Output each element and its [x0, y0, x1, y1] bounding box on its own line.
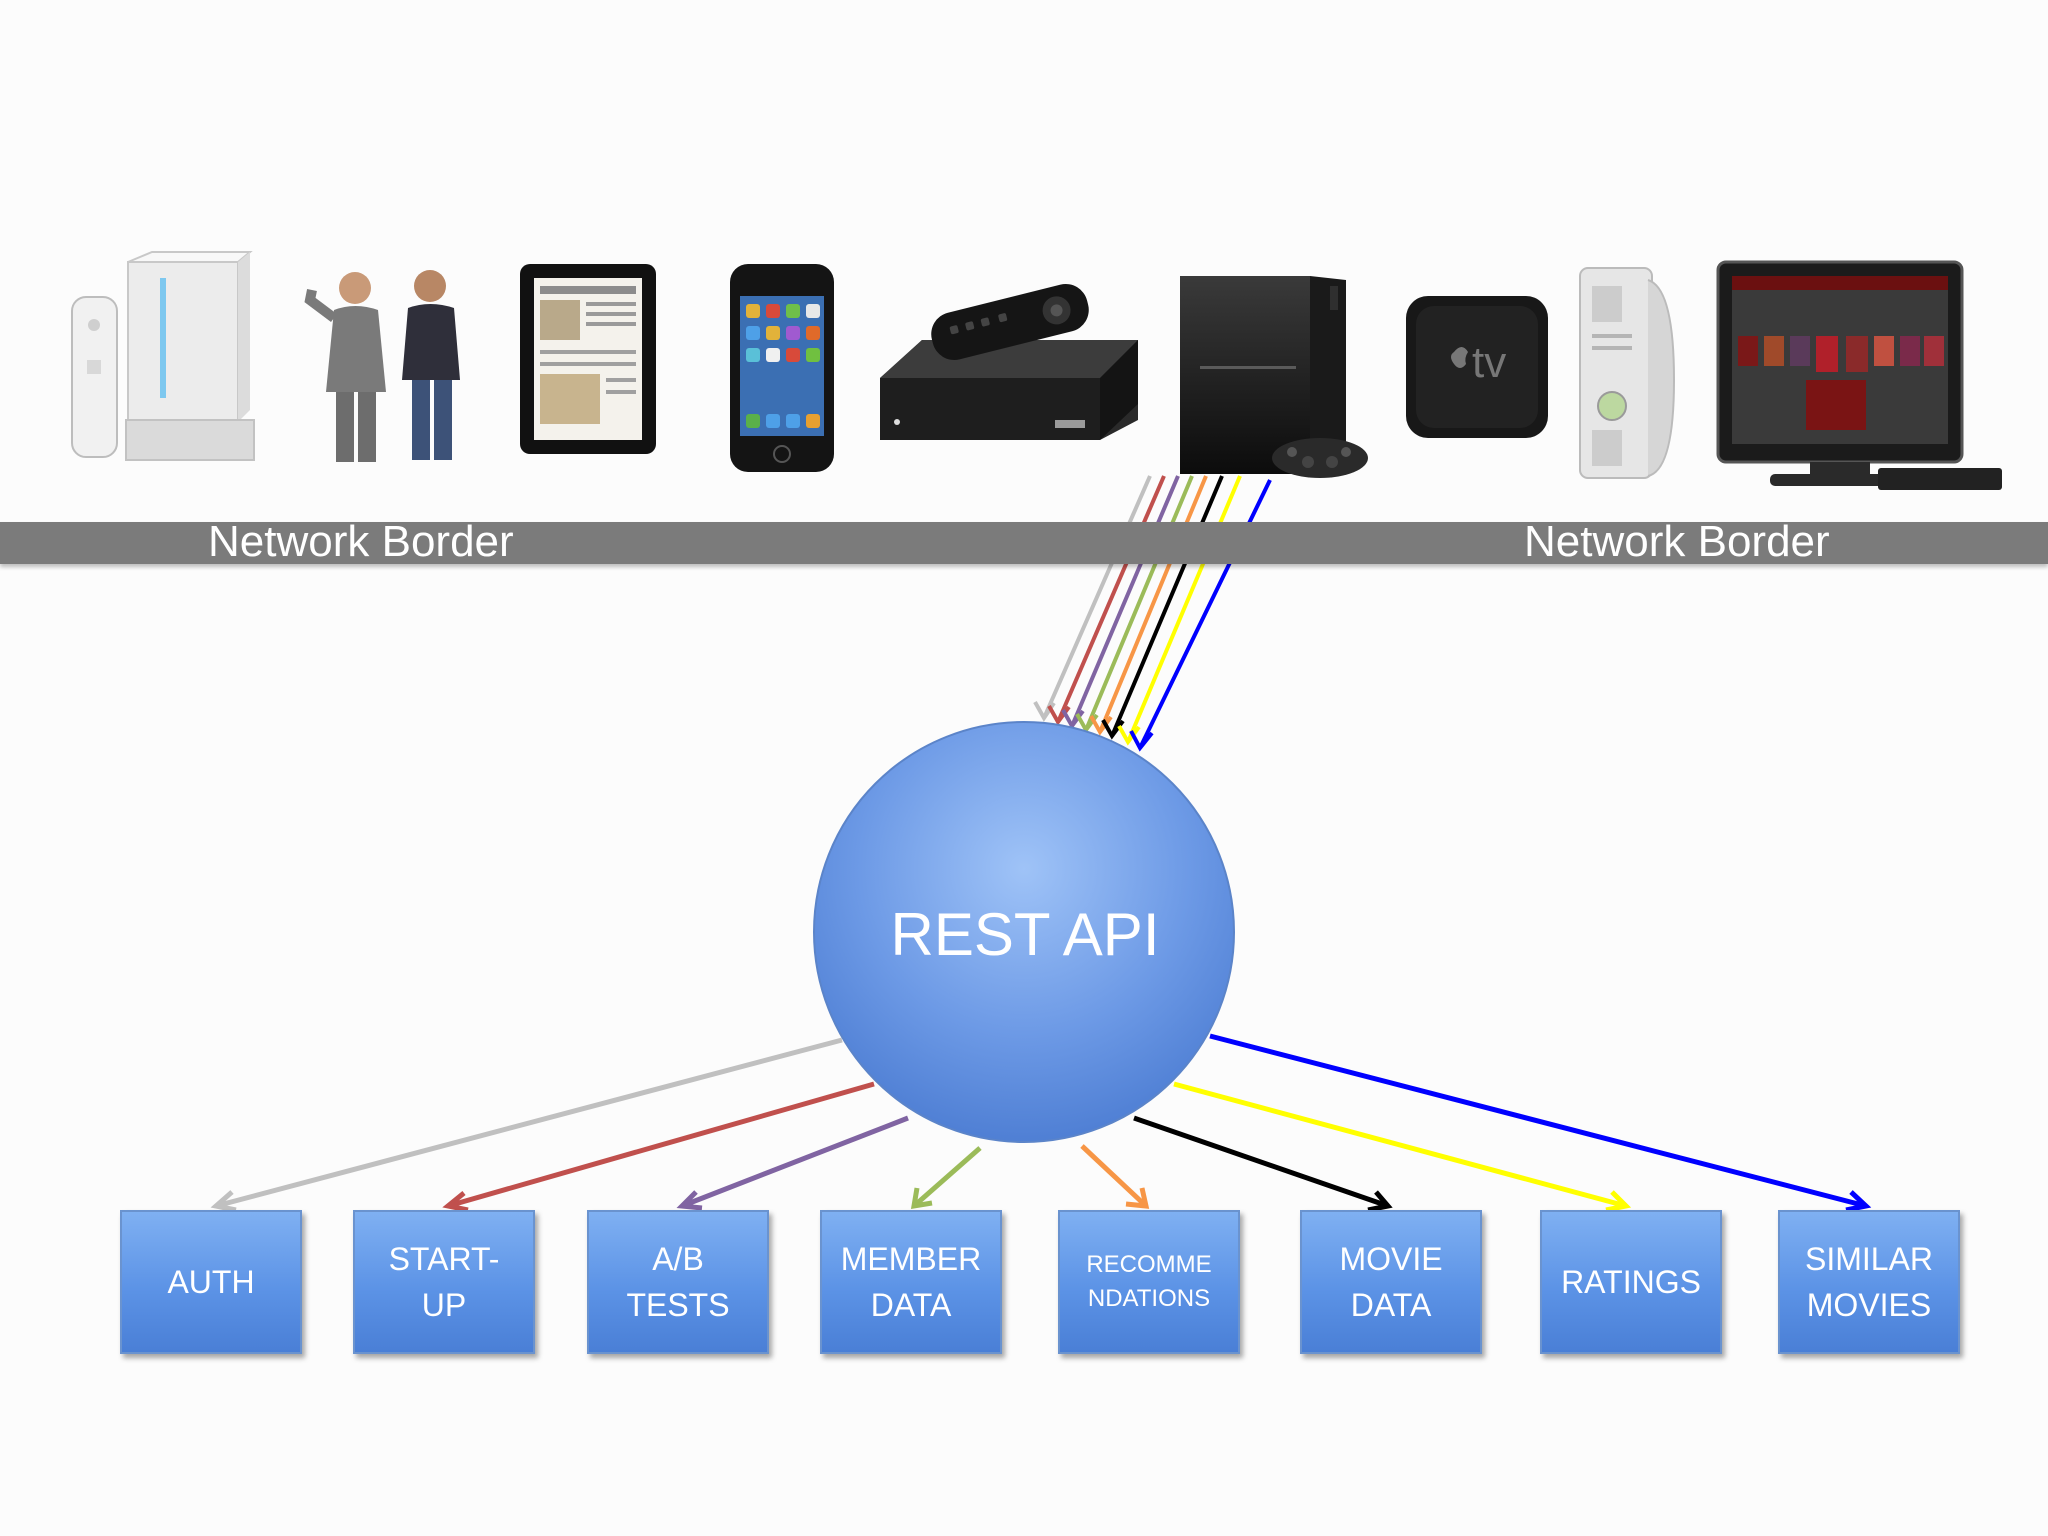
incoming-arrow-similar-movies — [1129, 479, 1272, 752]
service-box-auth: AUTH — [120, 1210, 302, 1354]
service-box-recommendations: RECOMME NDATIONS — [1058, 1210, 1240, 1354]
iphone-device — [730, 264, 834, 472]
apple-tv-device: tv — [1406, 296, 1548, 438]
service-label-ratings: RATINGS — [1561, 1264, 1701, 1300]
network-border-band — [0, 522, 2048, 564]
service-label-ab-tests: A/B TESTS — [626, 1241, 730, 1323]
service-label-similar-movies: SIMILAR MOVIES — [1804, 1241, 1934, 1323]
network-border-label-left: Network Border — [208, 517, 514, 566]
service-label-recommendations: RECOMME NDATIONS — [1086, 1251, 1212, 1312]
incoming-arrow-ratings — [1117, 475, 1242, 746]
arrow-to-ab-tests — [676, 1115, 909, 1211]
xbox-device — [1579, 267, 1676, 479]
service-label-start-up: START- UP — [388, 1241, 500, 1323]
apple-tv-text: tv — [1472, 338, 1506, 387]
roku-device — [880, 284, 1138, 440]
people-figures — [304, 270, 460, 462]
service-label-member-data: MEMBER DATA — [840, 1241, 982, 1323]
smart-tv-device — [1716, 260, 2002, 490]
service-label-auth: AUTH — [167, 1264, 255, 1300]
service-box-ratings: RATINGS — [1540, 1210, 1722, 1354]
ipad-device — [520, 264, 656, 454]
service-box-member-data: MEMBER DATA — [820, 1210, 1002, 1354]
service-label-movie-data: MOVIE DATA — [1339, 1241, 1443, 1323]
service-box-movie-data: MOVIE DATA — [1300, 1210, 1482, 1354]
service-box-similar-movies: SIMILAR MOVIES — [1778, 1210, 1960, 1354]
rest-api-hub — [813, 721, 1235, 1143]
incoming-arrow-recommendations — [1089, 475, 1208, 736]
arrow-to-start-up — [442, 1081, 875, 1213]
service-box-ab-tests: A/B TESTS — [587, 1210, 769, 1354]
service-box-start-up: START- UP — [353, 1210, 535, 1354]
arrow-to-member-data — [910, 1146, 982, 1210]
outgoing-service-arrows — [210, 1033, 1872, 1213]
arrow-to-similar-movies — [1209, 1033, 1872, 1213]
arrow-to-auth — [210, 1037, 843, 1213]
arrow-to-ratings — [1173, 1081, 1632, 1213]
wii-device — [71, 251, 255, 461]
arrow-to-movie-data — [1133, 1115, 1393, 1213]
network-border-label-right: Network Border — [1524, 517, 1830, 566]
rest-api-label: REST API — [890, 901, 1160, 968]
ps3-device — [1180, 276, 1368, 478]
arrow-to-recommendations — [1080, 1144, 1150, 1209]
incoming-arrow-ab-tests — [1061, 475, 1180, 730]
incoming-request-arrows — [1033, 475, 1272, 752]
